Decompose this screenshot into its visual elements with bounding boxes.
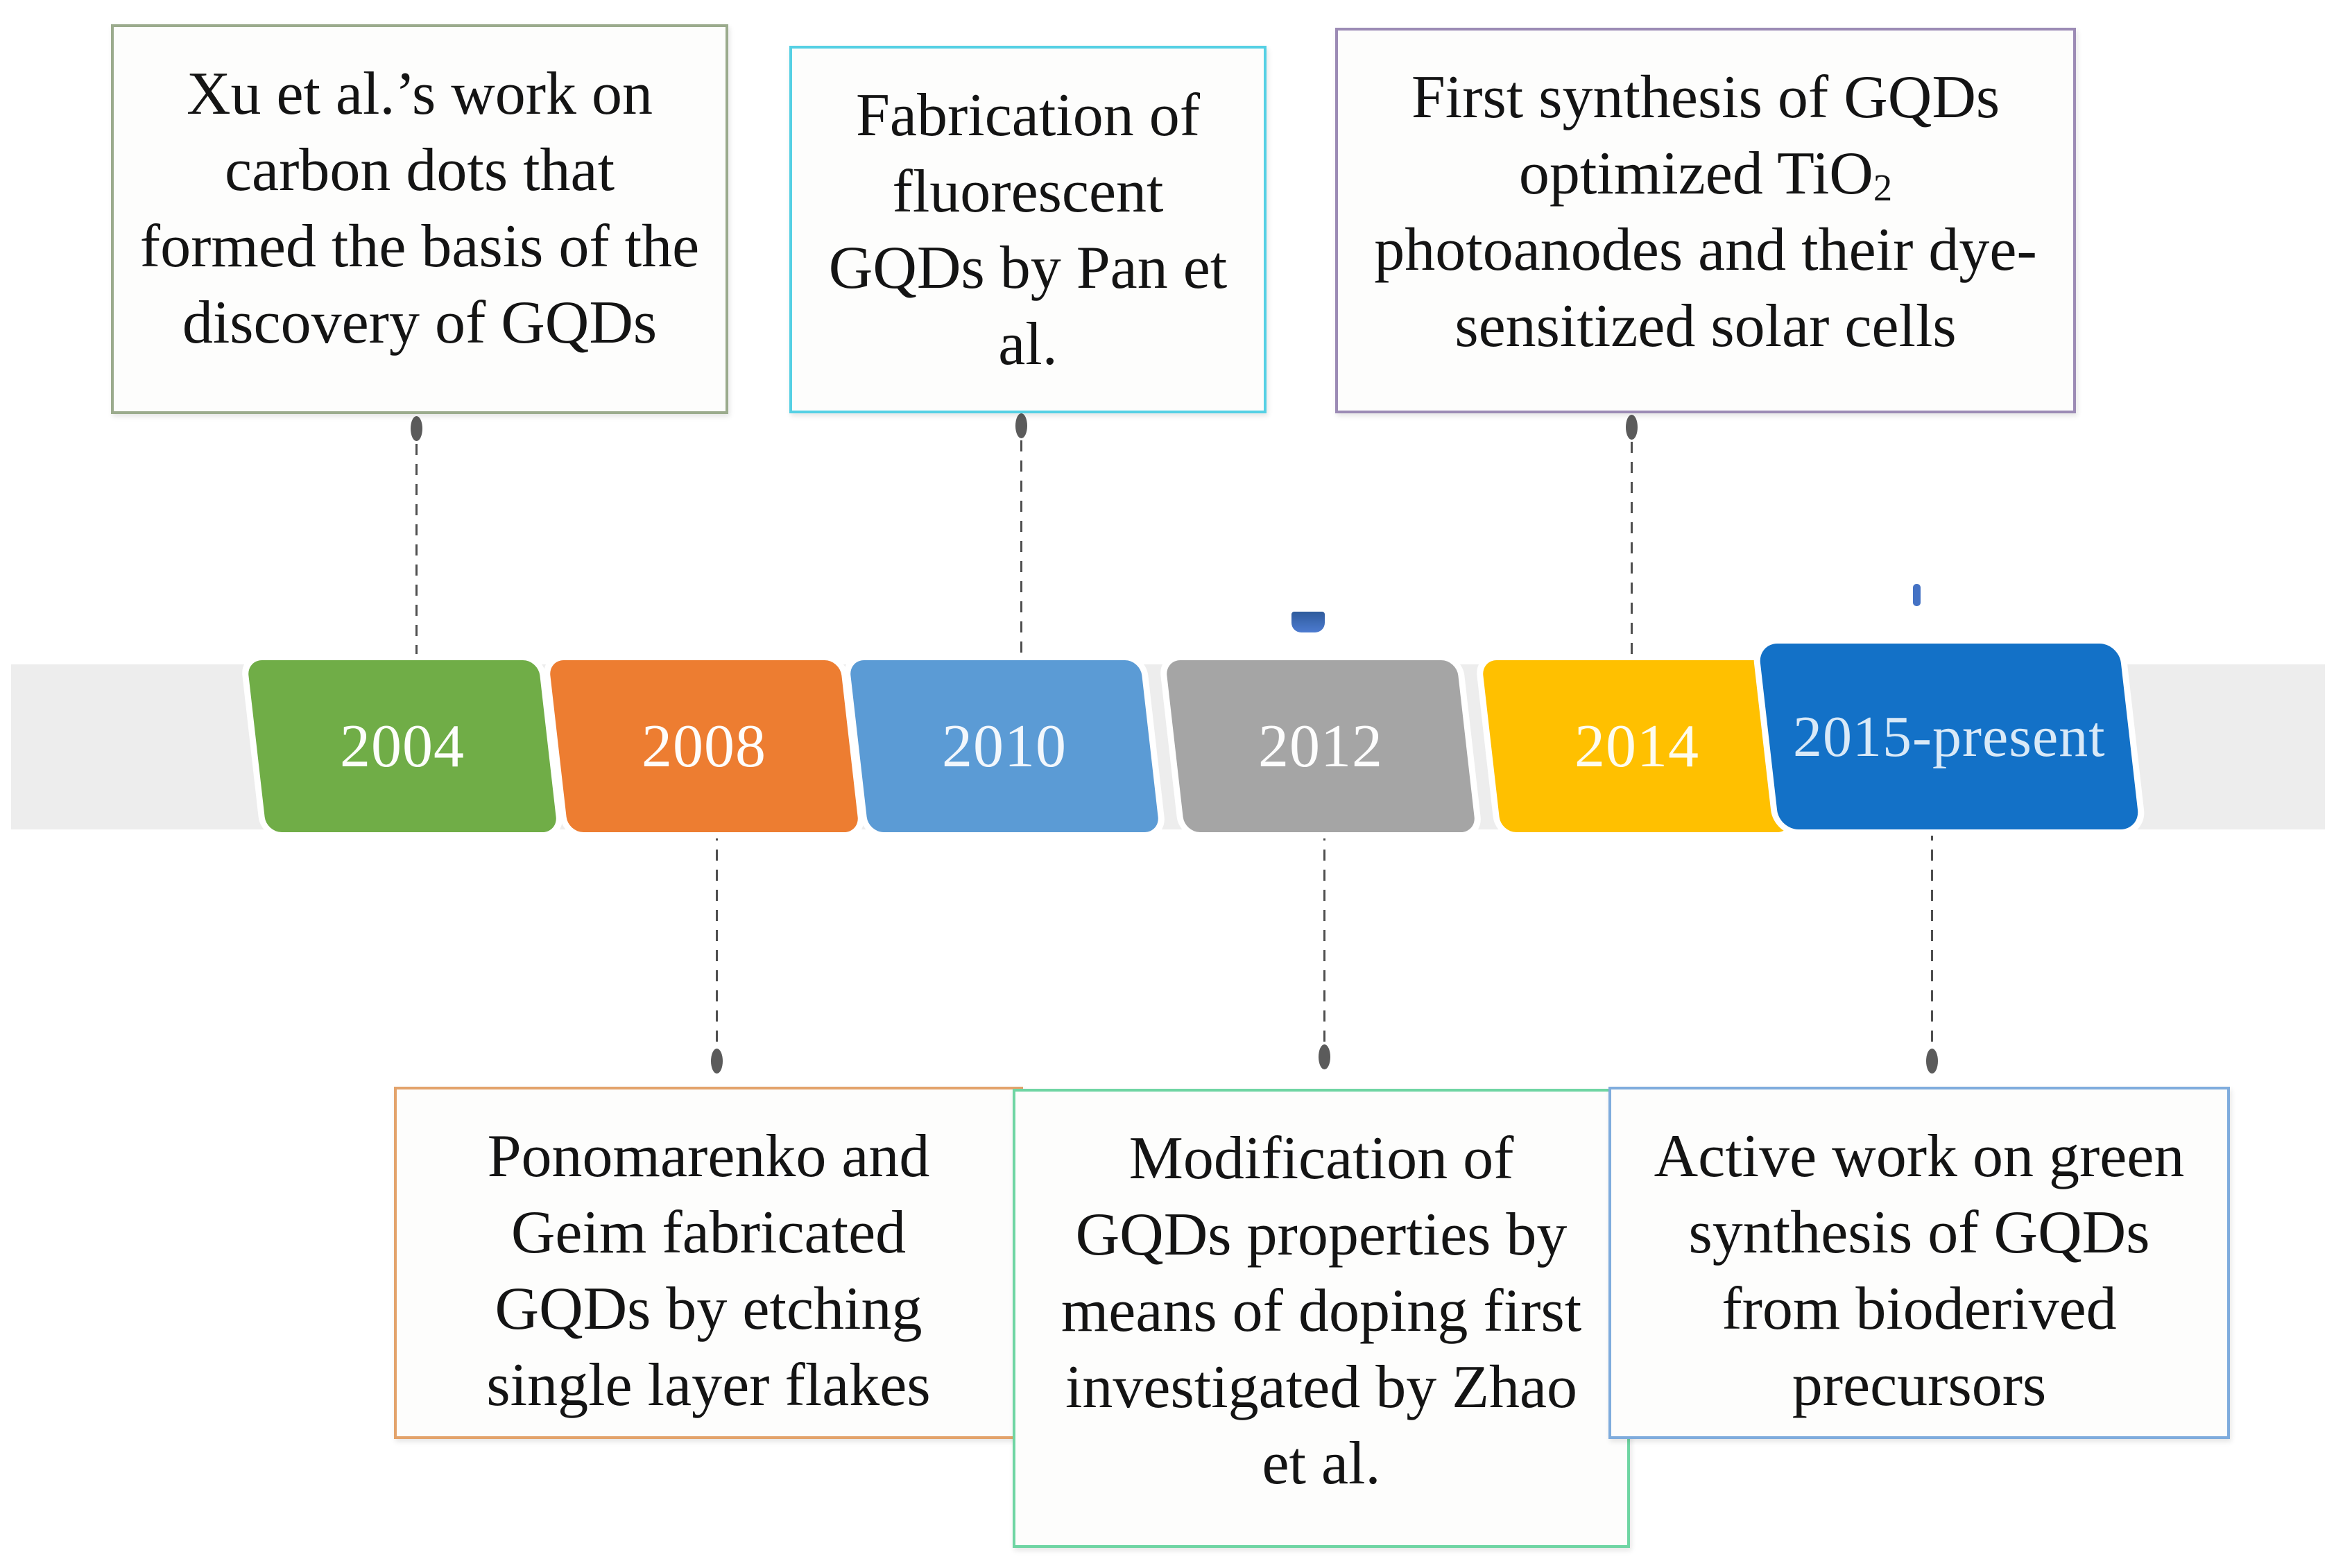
blue-artifact-tick xyxy=(1913,584,1921,606)
connector-dot-2012 xyxy=(1319,1044,1330,1069)
year-marker-2008: 2008 xyxy=(548,660,860,832)
callout-2014-tio2-photoanodes: First synthesis of GQDs optimized TiO2 p… xyxy=(1335,28,2076,413)
year-marker-2004: 2004 xyxy=(246,660,558,832)
callout-text-line: GQDs by etching xyxy=(495,1275,922,1343)
connector-line-2010 xyxy=(1020,440,1022,664)
callout-text-line: GQDs by Pan et xyxy=(828,234,1228,302)
year-marker-2014: 2014 xyxy=(1481,660,1793,832)
callout-text-line: precursors xyxy=(1792,1352,2047,1419)
callout-text-line: from bioderived xyxy=(1722,1275,2117,1343)
callout-text-line: means of doping first xyxy=(1061,1277,1582,1345)
callout-text-line: Fabrication of xyxy=(855,82,1201,149)
callout-text-line: formed the basis of the xyxy=(139,213,700,280)
connector-dot-2008 xyxy=(711,1049,723,1074)
connector-dot-2004 xyxy=(411,416,422,441)
callout-text-line: fluorescent xyxy=(892,158,1164,225)
callout-text-line: GQDs properties by xyxy=(1075,1201,1568,1268)
callout-text-line: photoanodes and their dye- xyxy=(1374,216,2037,284)
callout-text-line: Geim fabricated xyxy=(510,1199,907,1266)
year-marker-2012: 2012 xyxy=(1165,660,1477,832)
callout-text-line: sensitized solar cells xyxy=(1454,293,1957,360)
year-marker-2015-present: 2015-present xyxy=(1758,644,2140,829)
connector-line-2004 xyxy=(415,444,418,664)
callout-text-line: carbon dots that xyxy=(224,137,615,204)
callout-text-line: single layer flakes xyxy=(486,1352,931,1419)
connector-line-2014 xyxy=(1631,442,1633,664)
blue-artifact-mark xyxy=(1291,612,1325,632)
year-marker-2010: 2010 xyxy=(848,660,1160,832)
year-label-2008: 2008 xyxy=(642,712,766,780)
callout-text-line: Active work on green xyxy=(1654,1123,2185,1190)
year-label-2010: 2010 xyxy=(942,712,1067,780)
connector-dot-2015 xyxy=(1926,1049,1938,1074)
year-label-2004: 2004 xyxy=(340,712,465,780)
callout-text-line: Ponomarenko and xyxy=(487,1123,930,1190)
callout-2008-ponomarenko-geim: Ponomarenko and Geim fabricated GQDs by … xyxy=(394,1087,1023,1439)
year-label-2015-present: 2015-present xyxy=(1792,704,2106,769)
year-label-2014: 2014 xyxy=(1574,712,1699,780)
callout-2015-green-synthesis: Active work on green synthesis of GQDs f… xyxy=(1608,1087,2230,1439)
callout-text-line: al. xyxy=(998,311,1058,378)
callout-text-line: Modification of xyxy=(1128,1125,1514,1192)
connector-line-2008 xyxy=(716,829,718,1051)
callout-text-line: investigated by Zhao xyxy=(1065,1354,1578,1421)
connector-dot-2014 xyxy=(1626,415,1638,440)
callout-text-line: optimized TiO2 xyxy=(1518,140,1893,209)
callout-2004-xu-carbon-dots: Xu et al.’s work on carbon dots that for… xyxy=(111,24,728,414)
callout-text-line: Xu et al.’s work on xyxy=(186,60,653,128)
connector-line-2015 xyxy=(1931,829,1933,1051)
callout-text-line: et al. xyxy=(1262,1430,1381,1497)
callout-2012-zhao-doping: Modification of GQDs properties by means… xyxy=(1013,1089,1630,1548)
callout-text-line: synthesis of GQDs xyxy=(1688,1199,2150,1266)
callout-text-line: discovery of GQDs xyxy=(182,289,658,356)
callout-text-line: First synthesis of GQDs xyxy=(1411,64,2000,131)
connector-line-2012 xyxy=(1323,829,1325,1047)
year-label-2012: 2012 xyxy=(1258,712,1383,780)
callout-2010-pan-fluorescent-gqds: Fabrication of fluorescent GQDs by Pan e… xyxy=(789,46,1267,413)
connector-dot-2010 xyxy=(1015,413,1027,438)
tio2-subscript: 2 xyxy=(1873,166,1893,209)
